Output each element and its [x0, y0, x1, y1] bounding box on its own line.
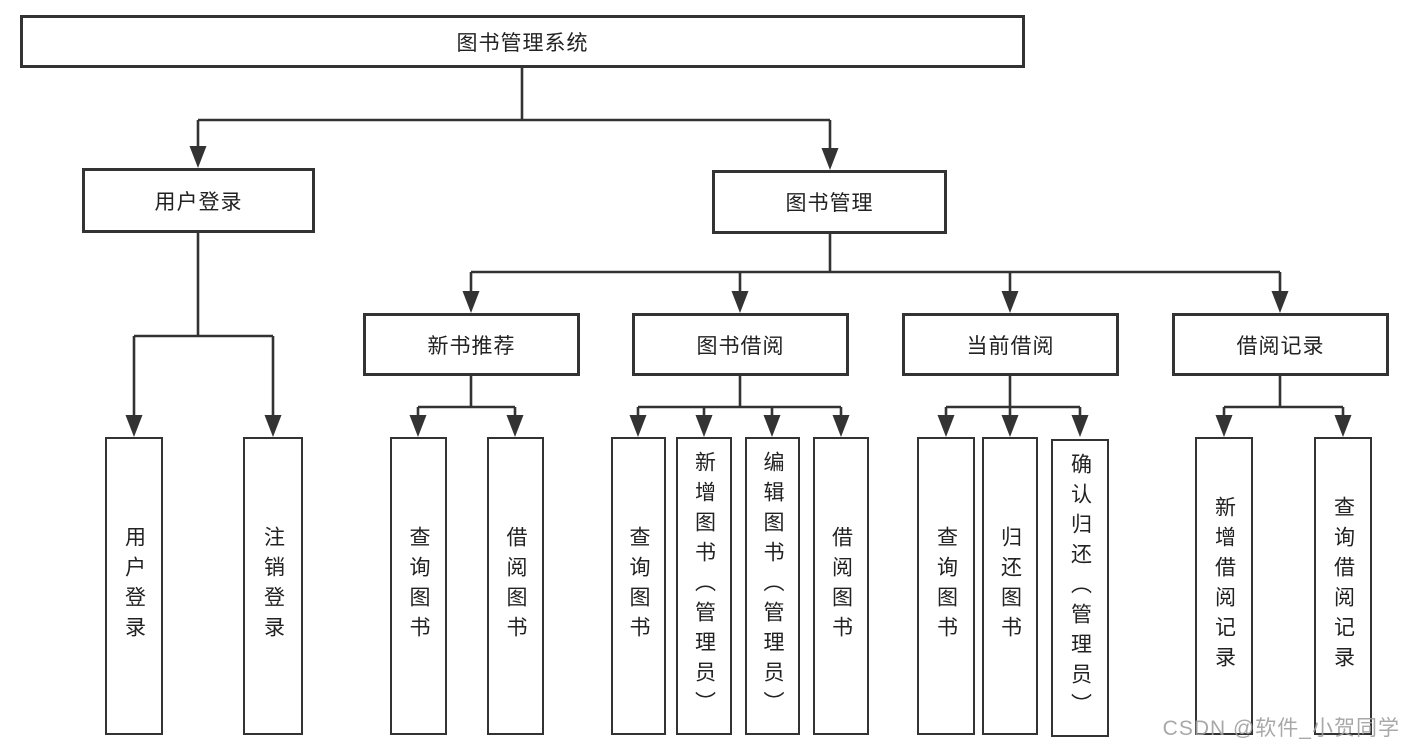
node-new-book-recommend: 新书推荐 — [363, 313, 580, 376]
connector-root-to-level2 — [196, 68, 832, 152]
leaf-query-books-3: 查询图书 — [917, 437, 975, 735]
node-current-borrowing: 当前借阅 — [902, 313, 1119, 376]
connector-borrow-records-to-leaves — [1222, 376, 1345, 419]
leaf-query-borrow-record: 查询借阅记录 — [1314, 437, 1372, 735]
leaf-borrow-books-1: 借阅图书 — [487, 437, 544, 735]
leaf-return-books: 归还图书 — [982, 437, 1038, 735]
leaf-add-book-admin: 新增图书（管理员） — [676, 437, 732, 735]
leaf-confirm-return-admin: 确认归还（管理员） — [1051, 439, 1109, 737]
node-book-management: 图书管理 — [712, 170, 947, 234]
connector-book-borrowing-to-leaves — [636, 376, 843, 419]
leaf-query-books-2: 查询图书 — [611, 437, 666, 735]
node-book-borrowing: 图书借阅 — [632, 313, 849, 376]
leaf-edit-book-admin: 编辑图书（管理员） — [745, 437, 800, 735]
arrowheads-level2 — [189, 146, 839, 170]
connector-book-management-to-level3 — [469, 234, 1282, 295]
leaf-query-books-1: 查询图书 — [390, 437, 447, 735]
node-root: 图书管理系统 — [20, 15, 1025, 68]
connector-current-borrowing-to-leaves — [944, 376, 1082, 419]
connector-new-book-to-leaves — [416, 376, 517, 419]
csdn-watermark: CSDN @软件_小贺同学 — [1162, 717, 1400, 740]
leaf-user-login: 用户登录 — [105, 437, 163, 735]
connector-user-login-to-leaves — [132, 233, 275, 419]
leaf-logout: 注销登录 — [243, 437, 303, 735]
arrowheads-user-login — [125, 415, 282, 437]
node-user-login: 用户登录 — [82, 168, 315, 233]
leaf-borrow-books-2: 借阅图书 — [813, 437, 869, 735]
leaf-add-borrow-record: 新增借阅记录 — [1195, 437, 1253, 735]
arrowheads-level3 — [462, 291, 1289, 313]
node-borrowing-records: 借阅记录 — [1172, 313, 1389, 376]
arrowheads-leaves — [409, 415, 1352, 437]
